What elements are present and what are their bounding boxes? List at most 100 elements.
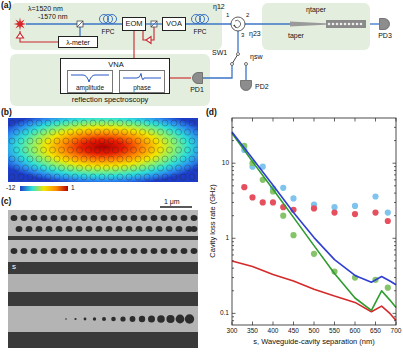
lattice-hole (18, 156, 24, 162)
lattice-hole (162, 138, 168, 144)
lattice-hole (194, 147, 199, 153)
lattice-hole (59, 147, 65, 153)
lattice-hole (117, 174, 123, 180)
sem-hole (61, 248, 68, 254)
optical-fiber (186, 23, 231, 24)
lattice-hole (104, 147, 110, 153)
lattice-hole (86, 147, 92, 153)
lattice-hole (32, 129, 38, 135)
lattice-hole (27, 138, 33, 144)
sem-hole (131, 215, 138, 221)
annotation: η23 (249, 30, 261, 37)
lattice-hole (180, 138, 186, 144)
data-marker (290, 195, 296, 201)
lattice-hole (54, 120, 60, 126)
lattice-hole (140, 129, 146, 135)
laser-symbol (14, 18, 27, 31)
lattice-hole (59, 129, 65, 135)
sem-hole (166, 315, 174, 323)
sem-hole (21, 248, 28, 254)
sem-waveguide (8, 274, 198, 292)
lattice-hole (72, 120, 78, 126)
tick-label: 700 (391, 328, 402, 335)
sem-hole (36, 226, 43, 232)
data-marker (270, 199, 276, 205)
lattice-hole (104, 129, 110, 135)
lattice-hole (95, 129, 101, 135)
axis-tick (273, 118, 274, 122)
axis-tick (334, 322, 335, 326)
lattice-hole (81, 138, 87, 144)
sem-hole (41, 215, 48, 221)
lattice-hole (50, 165, 56, 171)
sem-hole (116, 226, 123, 232)
photonic-crystal (348, 23, 351, 26)
lattice-hole (180, 120, 186, 126)
lattice-hole (68, 147, 74, 153)
sem-hole (148, 316, 155, 323)
spectroscopy-panel: reflection spectroscopyVNAamplitudephase… (10, 54, 210, 106)
attenuator-box: VOA (162, 17, 186, 31)
lattice-hole (171, 120, 177, 126)
sem-hole (181, 215, 188, 221)
lattice-hole (158, 165, 164, 171)
mini-trace (123, 74, 161, 80)
lattice-hole (153, 156, 159, 162)
optical-fiber (245, 23, 290, 24)
lattice-hole (171, 156, 177, 162)
lattice-hole (36, 156, 42, 162)
lattice-hole (135, 174, 141, 180)
lattice-hole (32, 165, 38, 171)
sem-hole (111, 248, 118, 254)
lattice-hole (23, 147, 29, 153)
sem-hole (151, 215, 158, 221)
lattice-hole (68, 165, 74, 171)
lattice-hole (144, 120, 150, 126)
tick-label: 300 (227, 328, 238, 335)
data-marker (241, 184, 247, 190)
modulator-box: EOM (122, 17, 146, 31)
sem-hole (11, 215, 18, 221)
mini-trace (71, 75, 109, 82)
sem-hole (51, 248, 58, 254)
tick-label: 350 (247, 328, 258, 335)
lattice-hole (176, 147, 182, 153)
axis-tick (252, 322, 253, 326)
wavemeter-box: λ-meter (58, 36, 98, 48)
connector (146, 24, 162, 25)
lattice-hole (140, 165, 146, 171)
sem-hole (176, 226, 183, 232)
sem-hole (139, 316, 145, 322)
sem-hole (16, 226, 23, 232)
lattice-hole (9, 174, 15, 180)
annotation: -12 (6, 185, 15, 192)
lattice-hole (36, 174, 42, 180)
lattice-hole (95, 165, 101, 171)
lattice-hole (54, 174, 60, 180)
circulator-symbol (233, 25, 236, 29)
photonic-crystal (352, 23, 355, 26)
lattice-hole (131, 129, 137, 135)
beam-splitter (77, 21, 83, 27)
axis-tick (375, 118, 376, 122)
connector-line (146, 23, 162, 24)
photodetector: PD2 (240, 80, 274, 93)
lattice-hole (68, 129, 74, 135)
sem-hole (31, 215, 38, 221)
lattice-hole (189, 120, 195, 126)
lattice-hole (108, 138, 114, 144)
lattice-hole (36, 138, 42, 144)
axis-tick (355, 322, 356, 326)
detector-symbol (191, 72, 203, 84)
sem-hole (157, 315, 165, 323)
annotation: 1 μm (164, 198, 180, 205)
sem-hole (46, 226, 53, 232)
annotation: FPC (194, 29, 207, 36)
node-label: VNA (108, 61, 123, 69)
axis-tick (393, 313, 397, 314)
sem-hole (131, 248, 138, 254)
lattice-hole (117, 138, 123, 144)
sem-image (8, 210, 198, 348)
axis-tick (232, 238, 236, 239)
